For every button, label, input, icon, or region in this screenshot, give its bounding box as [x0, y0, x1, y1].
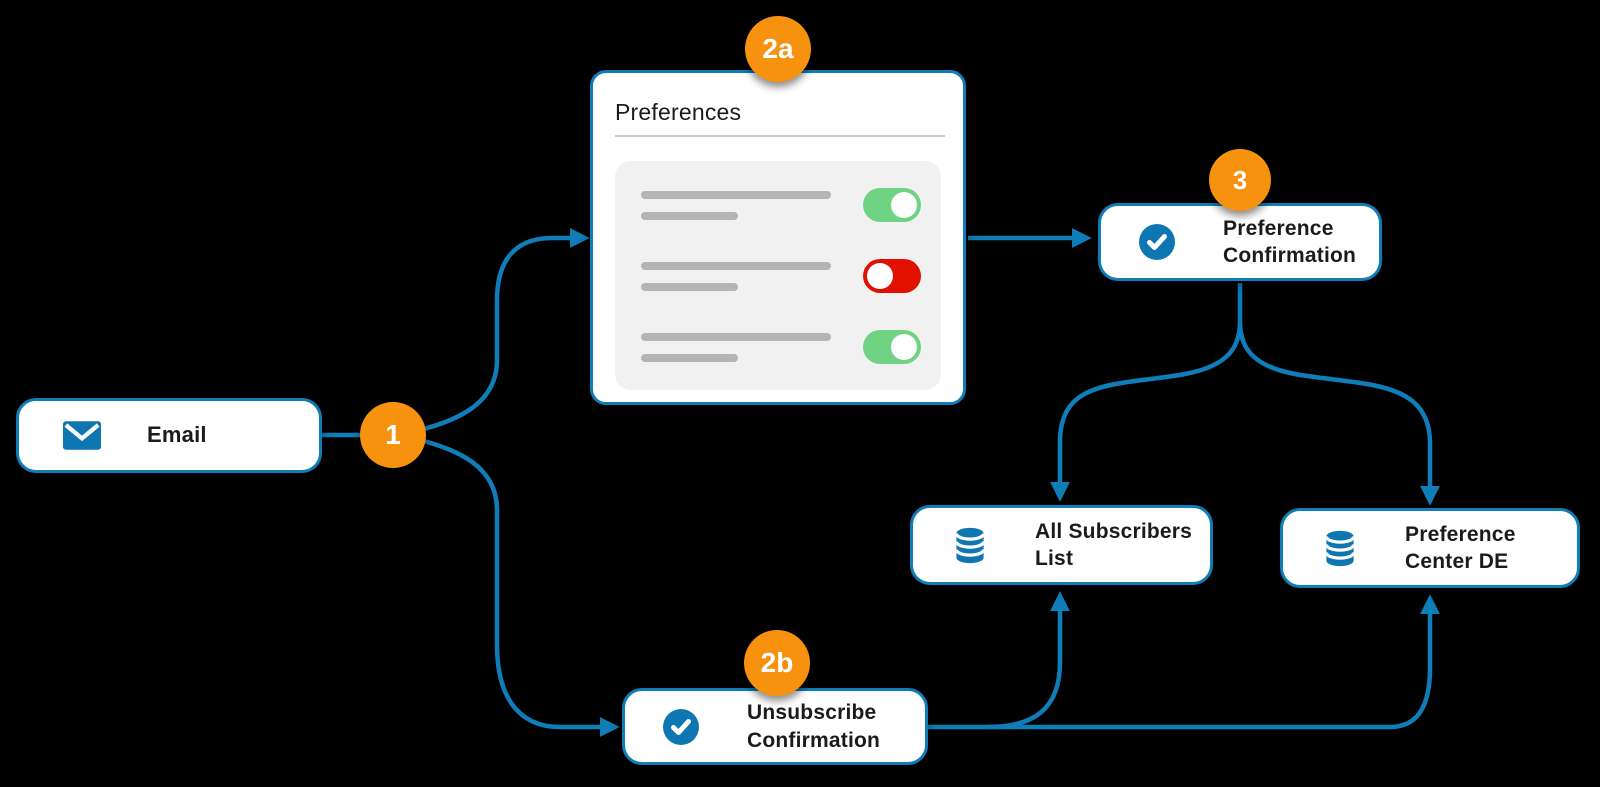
preference-row — [641, 188, 921, 238]
connector-step1-to-unsubscribe — [423, 438, 620, 737]
toggle-switch[interactable] — [863, 330, 921, 364]
connector-unsubscribe-to-preferencede — [928, 594, 1440, 730]
preferences-divider — [615, 135, 945, 137]
database-icon — [1323, 530, 1357, 567]
toggle-switch[interactable] — [863, 259, 921, 293]
preferences-panel — [615, 161, 941, 390]
placeholder-text-bar — [641, 283, 738, 291]
check-circle-icon — [663, 708, 699, 745]
step-badge-1: 1 — [360, 402, 426, 468]
placeholder-text-bar — [641, 333, 831, 341]
toggle-knob — [867, 263, 893, 289]
all-subscribers-list-label: All Subscribers List — [1035, 519, 1193, 570]
placeholder-text-bar — [641, 354, 738, 362]
toggle-switch[interactable] — [863, 188, 921, 222]
envelope-icon — [63, 421, 101, 450]
preference-confirmation-label: Preference Confirmation — [1223, 216, 1357, 267]
email-node: Email — [16, 398, 322, 473]
preference-row — [641, 259, 921, 309]
all-subscribers-list-node: All Subscribers List — [910, 505, 1213, 585]
preference-center-de-label: Preference Center DE — [1405, 522, 1516, 573]
placeholder-text-bar — [641, 212, 738, 220]
preferences-card: Preferences — [590, 70, 966, 405]
placeholder-text-bar — [641, 262, 831, 270]
preference-confirmation-node: Preference Confirmation — [1098, 203, 1382, 281]
placeholder-text-bar — [641, 191, 831, 199]
check-circle-icon — [1139, 224, 1175, 260]
connector-unsubscribe-to-allsubscribers — [987, 591, 1070, 730]
step-badge-3: 3 — [1209, 149, 1271, 211]
database-icon — [953, 527, 987, 564]
preference-center-de-node: Preference Center DE — [1280, 508, 1580, 588]
step-badge-2a: 2a — [745, 16, 811, 82]
preference-row — [641, 330, 921, 380]
preferences-title: Preferences — [615, 99, 742, 125]
connector-confirmation-to-allsubscribers — [1050, 321, 1243, 502]
toggle-knob — [891, 192, 917, 218]
unsubscribe-confirmation-label: Unsubscribe Confirmation — [747, 701, 881, 752]
connector-confirmation-to-preferencede — [1237, 321, 1440, 506]
connector-step1-to-preferences — [423, 228, 590, 432]
email-label: Email — [147, 422, 207, 448]
unsubscribe-confirmation-node: Unsubscribe Confirmation — [622, 688, 928, 765]
toggle-knob — [891, 334, 917, 360]
step-badge-2b: 2b — [744, 630, 810, 696]
